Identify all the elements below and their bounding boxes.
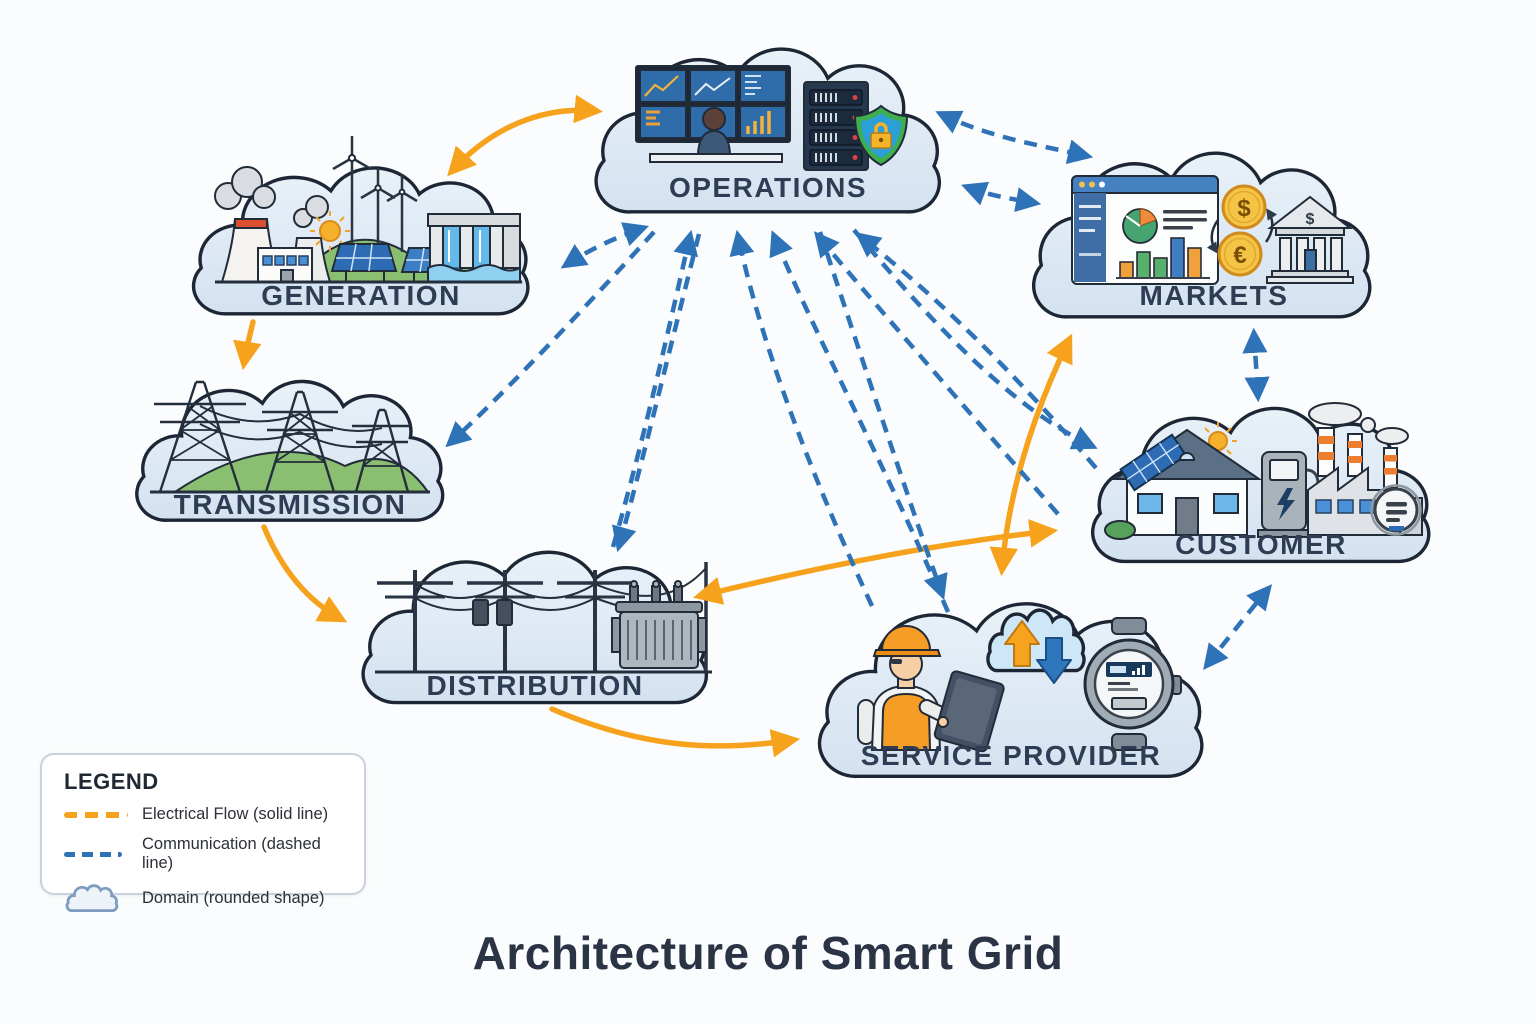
smart-meter-icon [1370,484,1422,536]
glasses-icon [891,659,902,664]
edge-comm-generation-operations [560,222,649,269]
edge-comm-distribution-operations [610,229,699,548]
solar-house-icon [1104,428,1263,540]
operations-label: OPERATIONS [669,172,867,203]
customer-icon [1104,402,1423,540]
edge-comm-operations-markets-2 [961,181,1042,213]
euro-coin-symbol: € [1233,242,1246,269]
tablet-icon [933,670,1005,753]
edge-electrical-distribution-service-provider [549,706,801,758]
edge-electrical-generation-transmission [233,319,262,371]
electrical-flow-swatch [64,811,128,818]
technician-icon [857,625,1005,753]
legend-item-domain: Domain (rounded shape) [64,884,344,912]
generation-icon [214,136,523,284]
bush-icon [1104,520,1136,540]
transmission-towers-icon [154,380,412,493]
edge-electrical-distribution-customer [693,519,1059,605]
edge-electrical-generation-operations [447,94,604,177]
upload-arrow-icon [1004,620,1040,667]
edge-comm-markets-customer [1242,327,1270,403]
legend-item-communication: Communication (dashed line) [64,835,344,873]
legend-item-electrical: Electrical Flow (solid line) [64,805,344,824]
download-arrow-icon [1036,637,1072,684]
domain-shape-swatch [64,884,128,912]
transformer-icon [611,580,707,669]
edge-comm-operations-customer [852,228,1098,450]
markets-label: MARKETS [1140,280,1289,311]
service-provider-label: SERVICE PROVIDER [861,740,1161,771]
legend-item-label: Communication (dashed line) [142,835,321,872]
communication-edges [445,110,1273,670]
distribution-label: DISTRIBUTION [426,670,643,701]
power-lines-icon [199,405,383,449]
edge-comm-service-provider-customer [1203,584,1273,670]
legend-item-label: Domain (rounded shape) [142,888,325,907]
edge-comm-service-provider-operations-1 [729,229,875,607]
dollar-coin-symbol: $ [1237,195,1251,222]
desk-icon [649,153,783,163]
page-title: Architecture of Smart Grid [472,927,1064,979]
markets-icon: $ € $ [1071,175,1354,285]
electrical-flow-edges [233,94,1073,758]
edge-comm-operations-service-provider [817,231,948,600]
transmission-icon [150,380,430,494]
customer-label: CUSTOMER [1175,529,1347,560]
bank-dollar-symbol: $ [1306,211,1315,228]
edge-comm-operations-distribution [612,233,702,553]
edge-comm-operations-markets-1 [935,110,1094,165]
generation-label: GENERATION [261,280,461,311]
legend: LEGEND Electrical Flow (solid line) Comm… [40,753,366,912]
operator-person-icon [649,107,783,163]
smart-meter-device-icon [1083,617,1182,751]
mini-cloud-icon [65,884,119,912]
cloud-sync-icon [987,609,1085,684]
legend-item-label: Electrical Flow (solid line) [142,805,329,823]
legend-title: LEGEND [64,769,159,794]
bar-chart-icon [1116,237,1210,279]
hard-cap-icon [880,625,932,651]
communication-swatch [64,851,128,857]
factory-icon [1307,402,1423,536]
lightning-bolt-icon [1277,488,1295,520]
edge-electrical-markets-service-provider [989,333,1073,577]
server-rack-icon [803,81,869,171]
control-room-monitors-icon [635,65,791,143]
pole-transformer-icon [472,599,489,626]
distribution-icon [375,562,712,674]
edge-comm-customer-operations-1 [813,231,1060,516]
transmission-label: TRANSMISSION [174,489,407,520]
lock-icon [874,122,888,134]
bank-icon: $ [1266,195,1354,284]
hydro-dam-icon [427,213,521,283]
edge-comm-service-provider-operations-2 [769,230,951,613]
currency-exchange-icon: $ € [1206,184,1278,277]
service-provider-icon [857,609,1182,753]
analytics-dashboard-icon [1071,175,1219,285]
edge-electrical-transmission-distribution [261,524,348,623]
operations-icon [635,65,909,171]
security-shield-icon [853,104,909,167]
